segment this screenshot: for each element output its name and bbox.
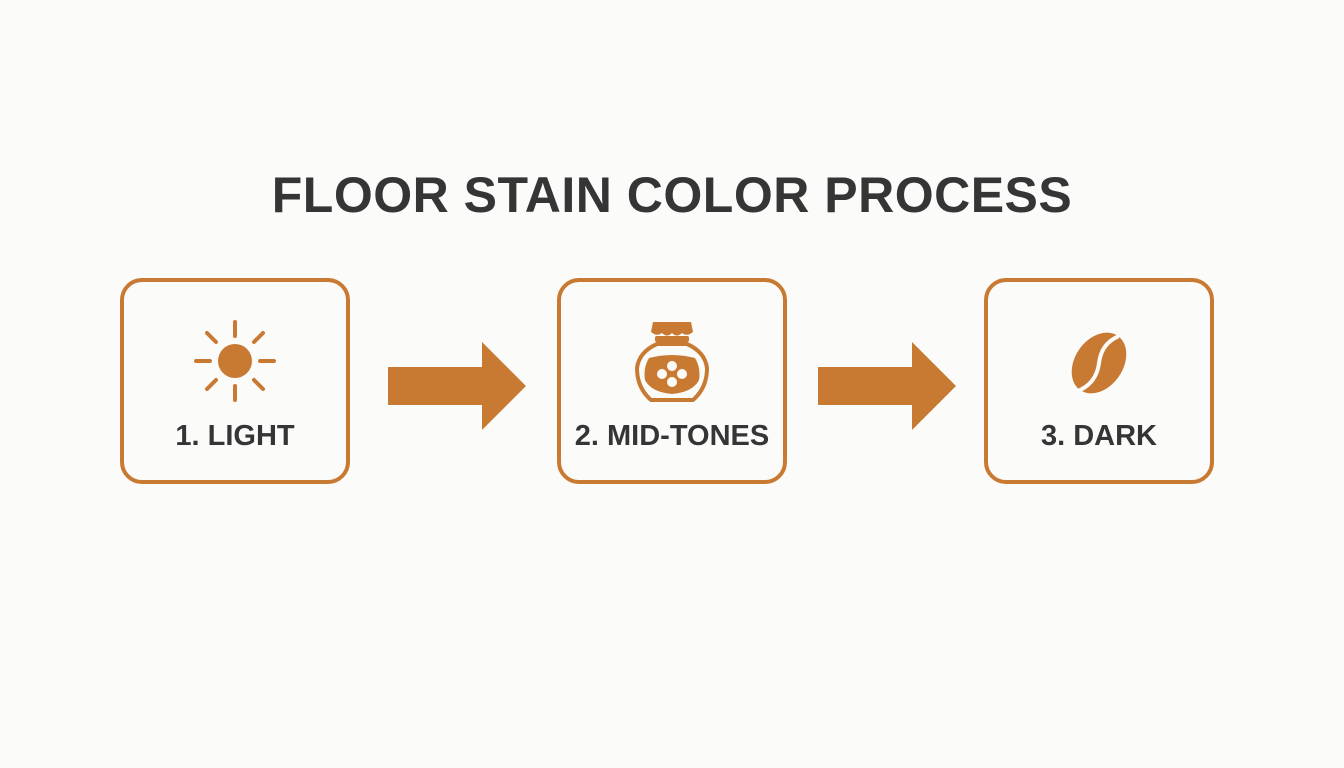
honey-jar-icon: [635, 322, 709, 402]
sun-icon: [194, 320, 276, 402]
arrow-right-icon: [818, 342, 956, 430]
diagram-title: FLOOR STAIN COLOR PROCESS: [271, 167, 1073, 223]
step-light-box: 1. LIGHT: [120, 278, 350, 484]
step-label: 2. MID-TONES: [574, 420, 770, 452]
step-label: 1. LIGHT: [175, 420, 295, 452]
step-dark-box: 3. DARK: [984, 278, 1214, 484]
step-label: 3. DARK: [1040, 420, 1157, 452]
arrow-right-icon: [388, 342, 526, 430]
coffee-bean-icon: [1071, 332, 1127, 394]
step-mid-tones-box: 2. MID-TONES: [557, 278, 787, 484]
